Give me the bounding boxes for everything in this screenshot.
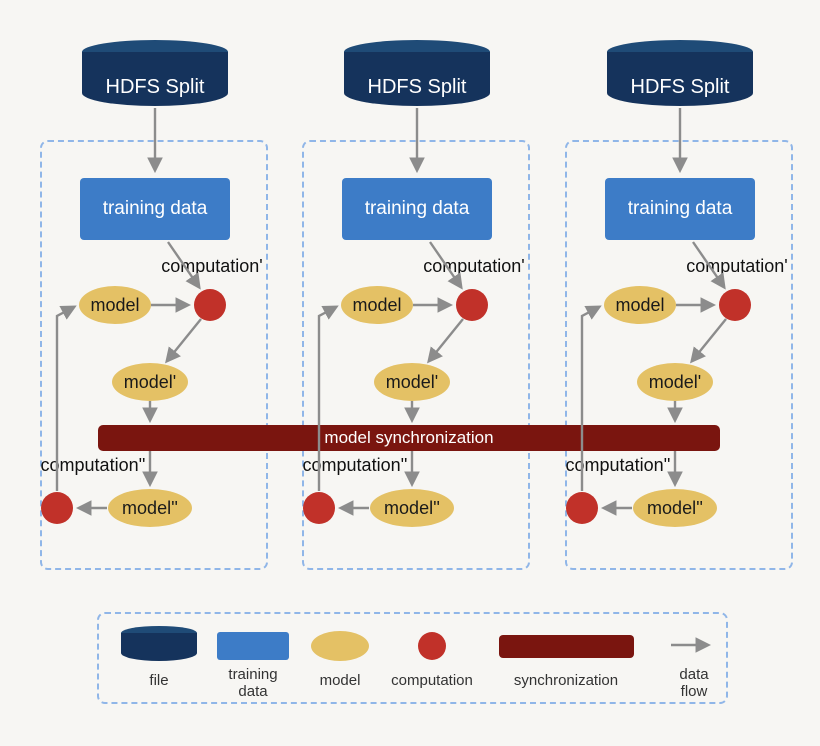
legend-data-flow-label: data flow <box>679 666 709 700</box>
model-prime-label: model' <box>648 371 702 392</box>
hdfs-split-label: HDFS Split <box>367 76 467 98</box>
legend-training-data-label: training data <box>228 666 278 700</box>
model-doubleprime-ellipse-3: model'' <box>633 489 717 527</box>
computation-doubleprime-circle-2 <box>303 492 335 524</box>
legend-computation-swatch <box>418 632 446 660</box>
computation-doubleprime-label: computation'' <box>40 455 146 475</box>
legend-model-label: model <box>319 672 361 689</box>
computation-prime-label: computation' <box>161 256 263 276</box>
model-ellipse-2: model <box>341 286 413 324</box>
training-data-box-2: training data <box>342 178 492 240</box>
training-data-label: training data <box>102 198 208 219</box>
training-data-label: training data <box>364 198 470 219</box>
computation-prime-label: computation' <box>423 256 525 276</box>
model-prime-label: model' <box>123 371 177 392</box>
model-doubleprime-ellipse-2: model'' <box>370 489 454 527</box>
model-doubleprime-label: model'' <box>647 497 703 518</box>
model-doubleprime-label: model'' <box>122 497 178 518</box>
computation-prime-circle-1 <box>194 289 226 321</box>
legend-file-label: file <box>149 672 169 689</box>
legend-training-data-swatch <box>217 632 289 660</box>
worker-column-3: HDFS Split training data computation' mo… <box>565 0 793 746</box>
hdfs-split-cylinder-1: HDFS Split <box>82 40 228 106</box>
training-data-box-1: training data <box>80 178 230 240</box>
model-ellipse-3: model <box>604 286 676 324</box>
model-label: model <box>615 294 665 315</box>
model-ellipse-1: model <box>79 286 151 324</box>
computation-doubleprime-circle-3 <box>566 492 598 524</box>
cylinder-body <box>121 633 197 661</box>
computation-prime-circle-3 <box>719 289 751 321</box>
legend: file training data model computation syn… <box>97 612 728 704</box>
legend-file-icon <box>121 626 197 662</box>
computation-doubleprime-label: computation'' <box>565 455 671 475</box>
model-label: model <box>352 294 402 315</box>
worker-column-2: HDFS Split training data computation' mo… <box>302 0 530 746</box>
legend-synchronization-label: synchronization <box>513 672 619 689</box>
legend-model-swatch <box>311 631 369 661</box>
training-data-box-3: training data <box>605 178 755 240</box>
model-doubleprime-ellipse-1: model'' <box>108 489 192 527</box>
computation-prime-label: computation' <box>686 256 788 276</box>
hdfs-split-cylinder-2: HDFS Split <box>344 40 490 106</box>
legend-synchronization-swatch <box>499 635 634 658</box>
computation-doubleprime-label: computation'' <box>302 455 408 475</box>
computation-prime-circle-2 <box>456 289 488 321</box>
model-prime-ellipse-1: model' <box>112 363 188 401</box>
model-prime-ellipse-2: model' <box>374 363 450 401</box>
cylinder-body <box>344 52 490 106</box>
cylinder-body <box>82 52 228 106</box>
cylinder-body <box>607 52 753 106</box>
model-doubleprime-label: model'' <box>384 497 440 518</box>
model-prime-ellipse-3: model' <box>637 363 713 401</box>
computation-doubleprime-circle-1 <box>41 492 73 524</box>
hdfs-split-label: HDFS Split <box>630 76 730 98</box>
hdfs-split-label: HDFS Split <box>105 76 205 98</box>
model-synchronization-bar: model synchronization <box>98 425 720 451</box>
hdfs-split-cylinder-3: HDFS Split <box>607 40 753 106</box>
training-data-label: training data <box>627 198 733 219</box>
legend-computation-label: computation <box>391 672 473 689</box>
model-prime-label: model' <box>385 371 439 392</box>
model-synchronization-label: model synchronization <box>324 428 494 447</box>
model-label: model <box>90 294 140 315</box>
